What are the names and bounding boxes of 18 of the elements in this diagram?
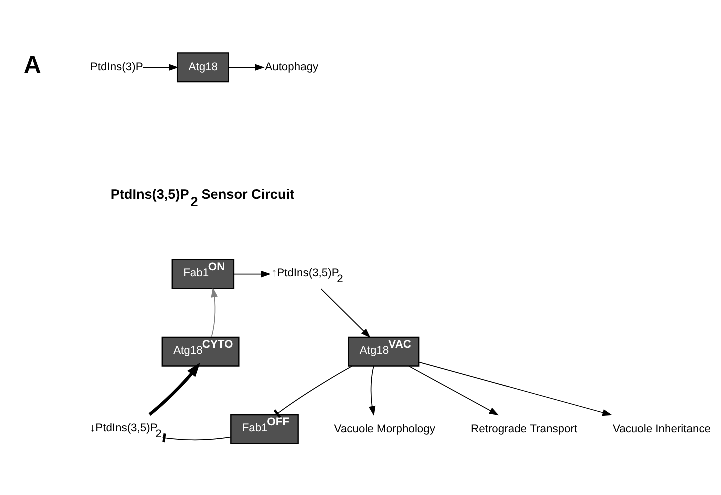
- connector: [162, 434, 232, 443]
- arrow: [142, 64, 179, 72]
- arrow: [228, 64, 265, 72]
- arrow: [368, 366, 376, 416]
- arrow: [148, 362, 200, 416]
- arrow: [418, 362, 612, 416]
- connector: [274, 366, 353, 418]
- label: A: [24, 52, 42, 79]
- node-text: Retrograde Transport: [471, 423, 578, 436]
- node-text: Vacuole Morphology: [334, 423, 436, 436]
- arrow: [234, 270, 272, 278]
- arrow: [211, 288, 218, 338]
- arrow: [320, 288, 371, 338]
- node-text: Autophagy: [265, 62, 319, 74]
- node-text: PtdIns(3)P: [90, 62, 144, 74]
- arrow: [408, 366, 500, 416]
- node-text: Vacuole Inheritance: [612, 423, 712, 436]
- node-box: Atg18: [177, 52, 230, 83]
